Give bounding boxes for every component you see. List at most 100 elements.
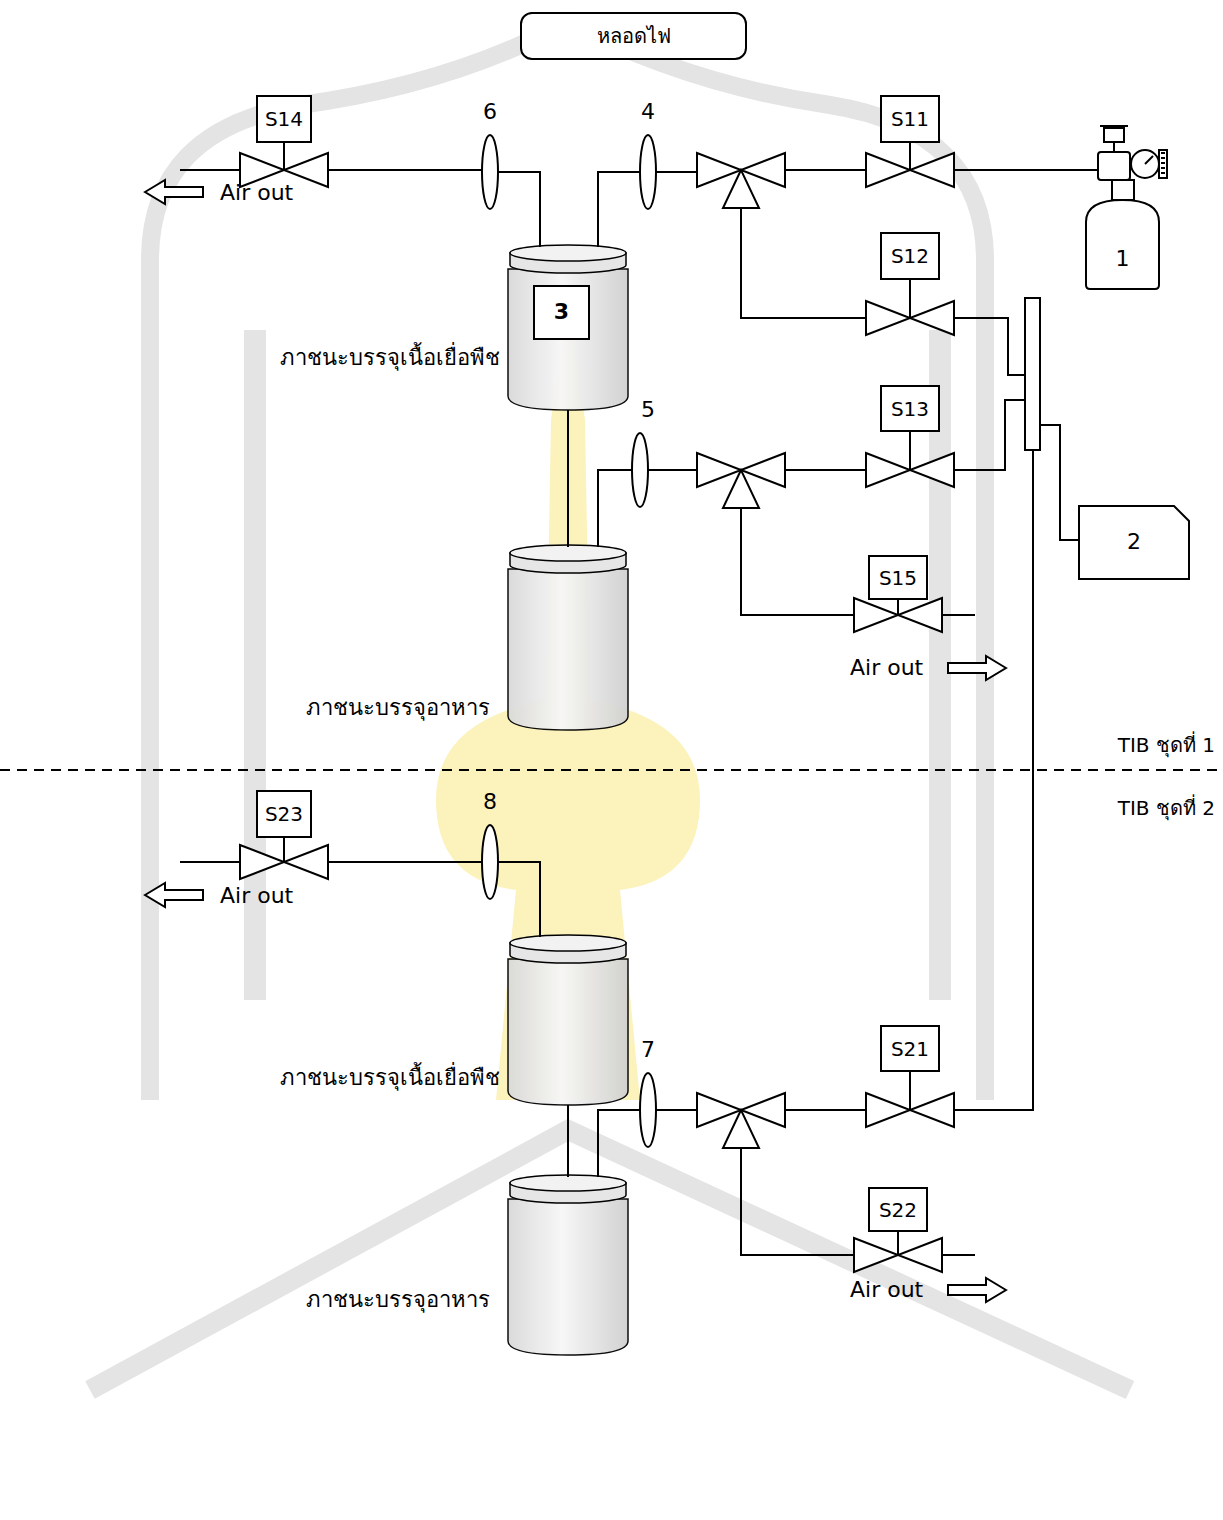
lamp-box: หลอดไฟ bbox=[520, 12, 747, 60]
callout-number: 4 bbox=[641, 99, 655, 125]
glass-vessel bbox=[508, 959, 628, 1105]
pipe-line bbox=[1161, 152, 1165, 154]
air-out-arrow bbox=[145, 883, 203, 907]
vessel-label: ภาชนะบรรจุอาหาร bbox=[306, 1287, 490, 1313]
watermark-roof bbox=[90, 1130, 1130, 1390]
pipe-line bbox=[741, 208, 866, 318]
pipe-line bbox=[567, 1105, 569, 1177]
valve-symbol bbox=[854, 598, 898, 632]
air-filter bbox=[632, 433, 648, 507]
divider-line bbox=[0, 769, 1223, 771]
pipe-line bbox=[598, 470, 632, 547]
label-box: S12 bbox=[880, 232, 940, 280]
pipe-line bbox=[180, 861, 240, 863]
node-text: S14 bbox=[265, 107, 303, 131]
label-box: S13 bbox=[880, 385, 940, 432]
cylinder-neck bbox=[1112, 180, 1134, 200]
node-text: S21 bbox=[891, 1037, 929, 1061]
air-out-label: Air out bbox=[220, 883, 293, 909]
label-box: S22 bbox=[868, 1187, 928, 1232]
vessel-label: ภาชนะบรรจุเนื้อเยื่อพืช bbox=[280, 1065, 500, 1091]
pipe-line bbox=[283, 838, 285, 862]
callout-number: 6 bbox=[483, 99, 497, 125]
node-text: S12 bbox=[891, 244, 929, 268]
pipe-line bbox=[656, 171, 697, 173]
pipe-line bbox=[909, 432, 911, 470]
vessel-lid-top bbox=[510, 245, 626, 261]
valve-symbol bbox=[866, 301, 910, 335]
node-text: S15 bbox=[879, 566, 917, 590]
pipe-line bbox=[785, 1109, 866, 1111]
air-out-label: Air out bbox=[850, 655, 923, 681]
pipe-line bbox=[498, 172, 540, 247]
outline-path bbox=[1079, 506, 1189, 579]
pressure-gauge bbox=[1131, 150, 1159, 178]
outline-path bbox=[1086, 200, 1159, 289]
pipe-line bbox=[954, 318, 1025, 375]
watermark bbox=[90, 22, 1130, 1390]
label-box: S23 bbox=[256, 790, 312, 838]
pipe-line bbox=[954, 450, 1033, 1110]
air-filter bbox=[482, 825, 498, 899]
valve-symbol bbox=[910, 1093, 954, 1127]
controller-box: 2 bbox=[1078, 505, 1190, 580]
glass-vessel bbox=[508, 269, 628, 410]
pipe-line bbox=[598, 1110, 640, 1177]
gas-cylinder: 1 bbox=[1085, 198, 1160, 290]
cylinder-outline bbox=[1085, 198, 1160, 290]
pipe-line bbox=[1040, 425, 1078, 540]
air-out-arrow bbox=[948, 1278, 1006, 1302]
watermark-arch bbox=[150, 22, 985, 1100]
pipe-line bbox=[909, 280, 911, 318]
air-out-label: Air out bbox=[220, 180, 293, 206]
node-text: หลอดไฟ bbox=[597, 24, 671, 48]
valve-symbol bbox=[898, 598, 942, 632]
glass-vessel bbox=[508, 1199, 628, 1355]
pipe-line bbox=[567, 410, 569, 547]
three-way-valve bbox=[723, 170, 759, 208]
valve-symbol bbox=[910, 453, 954, 487]
valve-symbol bbox=[854, 1238, 898, 1272]
pipe-line bbox=[328, 169, 482, 171]
pipe-line bbox=[1161, 157, 1165, 159]
pipe-line bbox=[1113, 142, 1115, 152]
air-filter bbox=[482, 135, 498, 209]
regulator-handle bbox=[1159, 150, 1167, 178]
manifold-bar bbox=[1025, 298, 1040, 450]
label-box: S15 bbox=[868, 555, 928, 600]
valve-symbol bbox=[866, 153, 910, 187]
vessel-label: ภาชนะบรรจุอาหาร bbox=[306, 695, 490, 721]
vessel-lid-top bbox=[510, 545, 626, 561]
glass-vessel bbox=[508, 569, 628, 730]
set-label: TIB ชุดที่ 1 bbox=[1115, 733, 1218, 757]
callout-number: 8 bbox=[483, 789, 497, 815]
pipe-line bbox=[283, 143, 285, 170]
pipe-line bbox=[942, 614, 975, 616]
node-text: S13 bbox=[891, 397, 929, 421]
node-text: S23 bbox=[265, 802, 303, 826]
three-way-valve bbox=[723, 470, 759, 508]
air-filter bbox=[640, 1073, 656, 1147]
valve-symbol bbox=[866, 1093, 910, 1127]
callout-number: 5 bbox=[641, 397, 655, 423]
pipe-line bbox=[909, 143, 911, 170]
pipe-line bbox=[648, 469, 697, 471]
pipe-line bbox=[1161, 167, 1165, 169]
node-text: 2 bbox=[1127, 529, 1141, 555]
callout-number: 7 bbox=[641, 1037, 655, 1063]
pipe-line bbox=[328, 861, 482, 863]
air-filter bbox=[640, 135, 656, 209]
pipe-line bbox=[909, 1072, 911, 1110]
pipe-line bbox=[897, 600, 899, 615]
pipe-line bbox=[498, 862, 540, 937]
node-text: S22 bbox=[879, 1198, 917, 1222]
pipe-line bbox=[785, 169, 866, 171]
label-box: S14 bbox=[256, 95, 312, 143]
valve-symbol bbox=[898, 1238, 942, 1272]
vessel-lid-top bbox=[510, 935, 626, 951]
air-out-arrow bbox=[948, 656, 1006, 680]
pipe-line bbox=[598, 172, 640, 247]
pipe-line bbox=[954, 400, 1025, 470]
pipe-line bbox=[954, 169, 1098, 171]
